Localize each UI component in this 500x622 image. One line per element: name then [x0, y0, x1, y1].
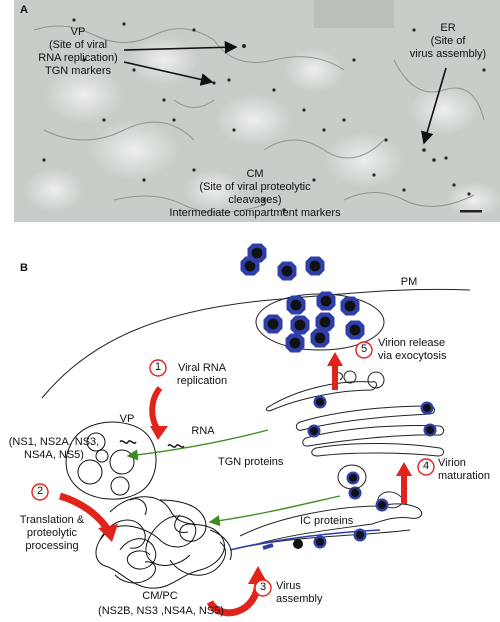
panel-a-letter: A	[20, 4, 28, 16]
er-label-line: virus assembly)	[409, 48, 487, 60]
vp-proteins-line: NS4A, NS5)	[24, 449, 84, 461]
step-text-line: assembly	[276, 593, 323, 605]
step-text-line: Translation &	[19, 514, 85, 526]
step-text-line: Virus	[276, 580, 301, 592]
vp-label-line: TGN markers	[45, 65, 111, 77]
step-5-text: Virion release via exocytosis	[378, 337, 488, 363]
cm-label-line: cleavages)	[228, 194, 282, 206]
vp-label-line: (Site of viral	[48, 39, 108, 51]
step-1-number: 1	[154, 361, 162, 373]
step4-arrow	[401, 472, 407, 504]
plasma-membrane	[41, 288, 471, 399]
rna-label: RNA	[191, 425, 215, 437]
step-text-line: maturation	[438, 470, 490, 482]
vesicle-packet	[65, 421, 185, 500]
cm-label-line: CM	[246, 168, 264, 180]
vp-arrow-1	[123, 40, 238, 54]
cm-label: CM (Site of viral proteolytic cleavages)…	[150, 168, 360, 220]
er-label-line: (Site of	[430, 35, 466, 47]
step-text-line: Viral RNA	[177, 362, 227, 374]
step-circles	[31, 341, 435, 597]
convoluted-membranes	[95, 496, 232, 589]
pm-label: PM	[400, 276, 418, 288]
step-1-text: Viral RNA replication	[172, 362, 232, 388]
step2-arrow	[58, 492, 111, 532]
step-4-number: 4	[422, 460, 430, 472]
micrograph-texture	[14, 0, 500, 222]
cm-label-line: (Site of viral proteolytic	[199, 181, 311, 193]
step-3-number: 3	[259, 581, 267, 593]
step-text-line: processing	[25, 540, 79, 552]
panel-a-arrows	[123, 40, 447, 145]
step-text-line: proteolytic	[26, 527, 78, 539]
step5-arrow	[332, 362, 338, 390]
cmpc-label: CM/PC	[142, 590, 178, 602]
panel-b-letter: B	[20, 262, 28, 274]
tgn-arrow	[126, 429, 269, 461]
vp-proteins-line: (NS1, NS2A, NS3,	[8, 436, 100, 448]
ic-proteins-label: IC proteins	[300, 515, 354, 527]
vp-label-line: RNA replication)	[38, 52, 118, 64]
tgn-proteins-label: TGN proteins	[218, 456, 284, 468]
cm-label-line: Intermediate compartment markers	[169, 207, 341, 219]
step-4-text: Virion maturation	[438, 457, 498, 483]
ic-arrow	[208, 495, 341, 527]
vp-label: VP (Site of viral RNA replication) TGN m…	[30, 26, 126, 78]
step-3-text: Virus assembly	[276, 580, 336, 606]
er-label: ER (Site of virus assembly)	[400, 22, 496, 61]
step-text-line: Virion	[438, 457, 466, 469]
golgi-stacks	[265, 370, 445, 457]
cmpc-proteins-label: (NS2B, NS3 ,NS4A, NS5)	[98, 605, 224, 617]
electron-micrograph-panel	[14, 0, 500, 222]
step-2-number: 2	[36, 485, 44, 497]
step-text-line: replication	[176, 375, 228, 387]
er-label-line: ER	[440, 22, 456, 34]
er-arrow	[421, 67, 447, 145]
cell-schematic	[31, 243, 471, 617]
scale-bar	[460, 210, 482, 213]
vp-arrow-2	[123, 61, 214, 86]
step-text-line: Virion release	[378, 337, 446, 349]
step-5-number: 5	[360, 343, 368, 355]
vp-label-line: VP	[70, 26, 86, 38]
step-text-line: via exocytosis	[378, 350, 447, 362]
vp-proteins-label: (NS1, NS2A, NS3, NS4A, NS5)	[2, 436, 106, 462]
step1-arrow	[149, 386, 163, 432]
step-2-text: Translation & proteolytic processing	[4, 514, 100, 553]
vp-schematic-label: VP	[119, 413, 135, 425]
